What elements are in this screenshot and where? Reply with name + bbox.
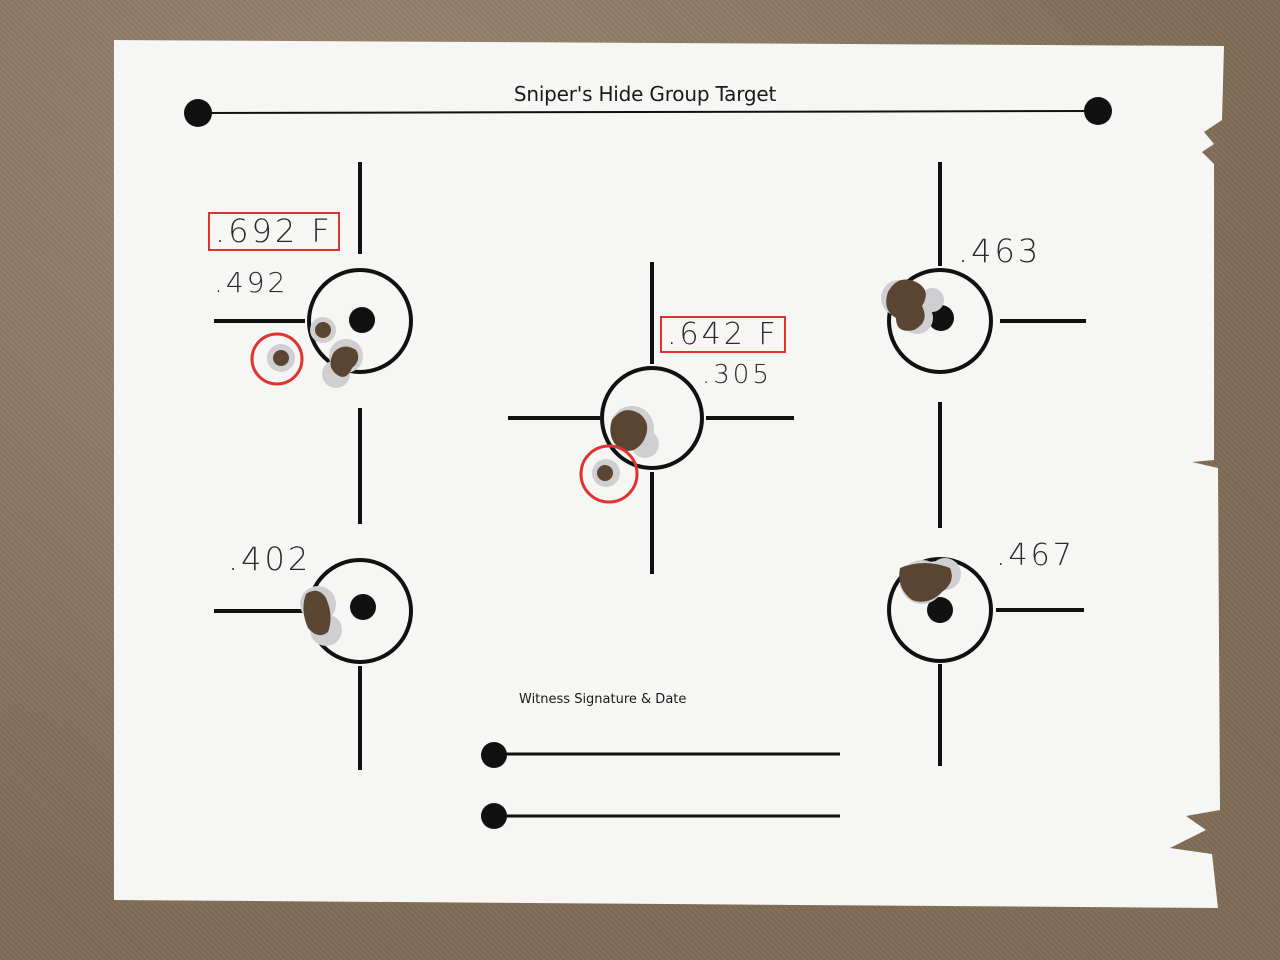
target-paper [114,40,1224,908]
page-title: Sniper's Hide Group Target [513,82,777,106]
highlight-circles [250,332,639,504]
target-top-right [887,162,1086,528]
signature-lines [481,742,840,829]
hole-halo [267,280,961,646]
bottom-left-group: .402 [228,540,312,578]
header-rule [184,97,1112,127]
target-center [508,262,794,574]
header-dot-right [1084,97,1112,125]
bullet-holes [267,279,961,646]
witness-label: Witness Signature & Date [519,692,687,707]
target-top-left [214,162,413,524]
center-score: .642 F [660,316,786,353]
top-left-score: .692 F [208,212,340,252]
center-group: .305 [702,360,772,390]
hole-core [273,279,952,636]
top-left-group: .492 [214,266,289,299]
header-dot-left [184,99,212,127]
top-right-group: .463 [958,232,1042,270]
bottom-right-group: .467 [996,538,1075,573]
